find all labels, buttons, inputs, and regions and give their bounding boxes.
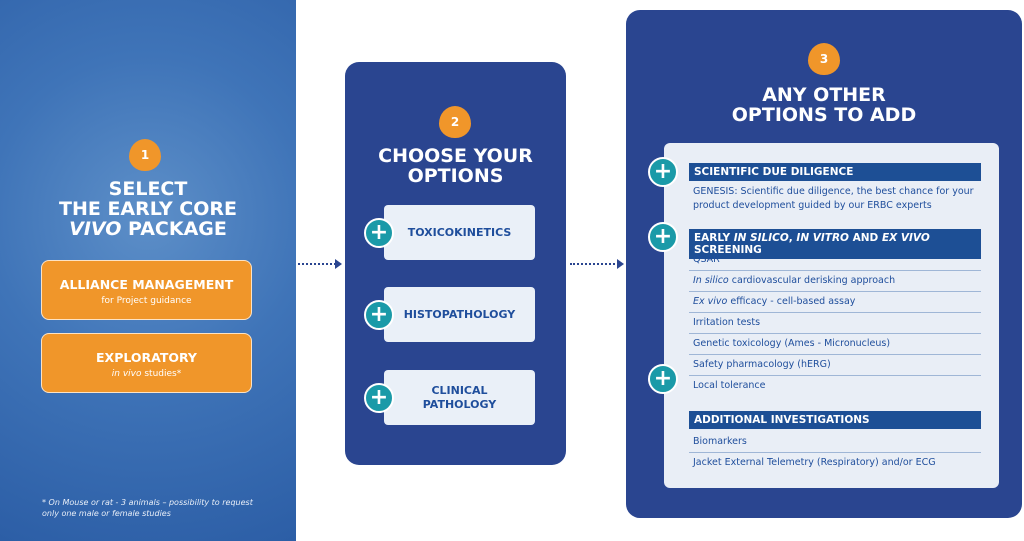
arrow-icon — [298, 259, 342, 273]
step1-badge: 1 — [129, 139, 161, 171]
plus-icon[interactable]: + — [648, 364, 678, 394]
title-em: VIVO — [69, 217, 122, 240]
plus-icon[interactable]: + — [364, 383, 394, 413]
button-sub: in vivo studies* — [42, 369, 251, 379]
section-text: GENESIS: Scientific due diligence, the b… — [693, 186, 974, 211]
button-label: EXPLORATORY — [96, 350, 197, 365]
alliance-management-button[interactable]: ALLIANCE MANAGEMENT for Project guidance — [41, 260, 252, 320]
plus-icon[interactable]: + — [364, 300, 394, 330]
button-sub: for Project guidance — [101, 296, 192, 306]
heading-part: EX VIVO — [881, 232, 930, 244]
list-item[interactable]: Jacket External Telemetry (Respiratory) … — [693, 457, 936, 468]
title-line: THE EARLY CORE — [59, 197, 237, 220]
heading-part: AND — [848, 232, 882, 244]
step1-title: SELECT THE EARLY CORE VIVO PACKAGE — [0, 178, 296, 240]
options-panel — [664, 143, 999, 488]
plus-icon[interactable]: + — [364, 218, 394, 248]
footnote-line: * On Mouse or rat - 3 animals – possibil… — [42, 498, 253, 507]
list-item[interactable]: Genetic toxicology (Ames - Micronucleus) — [689, 334, 981, 355]
option-toxicokinetics[interactable]: TOXICOKINETICS — [384, 205, 535, 260]
list-item[interactable]: In silico cardiovascular derisking appro… — [689, 271, 981, 292]
list-item[interactable]: Safety pharmacology (hERG) — [689, 355, 981, 376]
plus-icon[interactable]: + — [648, 222, 678, 252]
item-em: In silico — [693, 275, 729, 286]
heading-part: SCREENING — [694, 244, 762, 256]
list-item[interactable]: QSAR — [689, 250, 981, 271]
section-heading: SCIENTIFIC DUE DILIGENCE — [689, 163, 981, 181]
list-item[interactable]: Irritation tests — [689, 313, 981, 334]
option-histopathology[interactable]: HISTOPATHOLOGY — [384, 287, 535, 342]
step2-badge: 2 — [439, 106, 471, 138]
title-line: SELECT — [108, 178, 188, 200]
heading-part: IN VITRO — [796, 232, 849, 244]
exploratory-button[interactable]: EXPLORATORY in vivo studies* — [41, 333, 252, 393]
heading-part: , — [788, 232, 797, 244]
section-heading: ADDITIONAL INVESTIGATIONS — [689, 411, 981, 429]
list-item[interactable]: Biomarkers — [689, 432, 981, 453]
title-line: VIVO PACKAGE — [0, 217, 296, 240]
footnote: * On Mouse or rat - 3 animals – possibil… — [42, 498, 253, 520]
section-heading: EARLY IN SILICO, IN VITRO AND EX VIVO SC… — [689, 229, 981, 259]
sub-rest: studies* — [141, 369, 182, 379]
list-item[interactable]: Ex vivo efficacy - cell-based assay — [689, 292, 981, 313]
item-text: efficacy - cell-based assay — [727, 296, 856, 307]
sub-em: in vivo — [111, 369, 142, 379]
title-line: OPTIONS TO ADD — [731, 103, 917, 126]
heading-part: IN SILICO — [733, 232, 789, 244]
item-text: cardiovascular derisking approach — [728, 275, 896, 286]
footnote-line: only one male or female studies — [42, 508, 171, 518]
title-rest: PACKAGE — [121, 217, 227, 240]
plus-icon[interactable]: + — [648, 157, 678, 187]
title-line: CHOOSE YOUR — [378, 145, 533, 167]
step3-badge: 3 — [808, 43, 840, 75]
option-clinical-pathology[interactable]: CLINICAL PATHOLOGY — [384, 370, 535, 425]
button-label: ALLIANCE MANAGEMENT — [59, 277, 234, 292]
heading-part: EARLY — [694, 232, 734, 244]
arrow-icon — [570, 259, 624, 273]
item-em: Ex vivo — [693, 296, 728, 307]
list-item[interactable]: Local tolerance — [693, 380, 766, 391]
title-line: OPTIONS — [407, 164, 504, 187]
title-line: ANY OTHER — [762, 84, 886, 106]
